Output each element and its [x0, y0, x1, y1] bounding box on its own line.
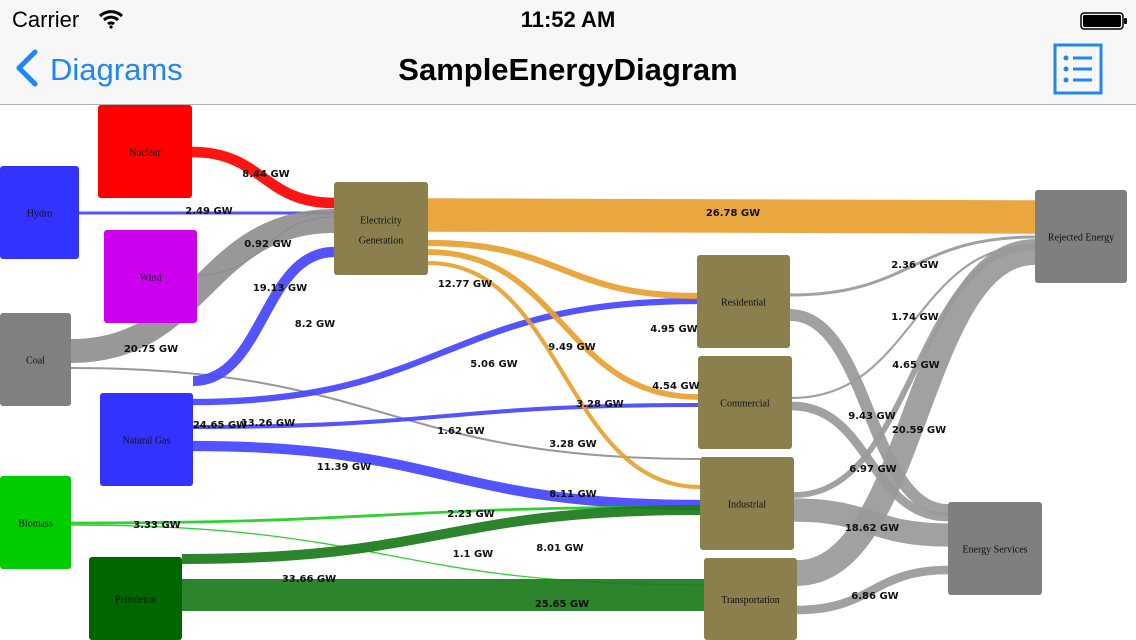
- node-label-natural-gas: Natural Gas: [122, 436, 170, 447]
- node-total-label: 12.77 GW: [438, 279, 492, 290]
- node-total-label: 24.65 GW: [193, 420, 247, 431]
- flow-nuclear-electricity: [191, 146, 335, 209]
- flow-label: 8.01 GW: [536, 543, 583, 554]
- node-label-biomass: Biomass: [18, 519, 53, 530]
- flow-label: 19.13 GW: [253, 283, 307, 294]
- flow-natural_gas-industrial: [192, 440, 701, 511]
- flow-electricity-residential: [427, 239, 698, 300]
- node-label-residential: Residential: [721, 298, 766, 309]
- node-label-services: Energy Services: [962, 545, 1027, 556]
- node-hydro[interactable]: [0, 166, 79, 259]
- flow-label: 4.95 GW: [650, 324, 697, 335]
- node-total-label: 13.26 GW: [241, 418, 295, 429]
- flow-label: 1.74 GW: [891, 312, 938, 323]
- node-total-label: 3.33 GW: [133, 520, 180, 531]
- flow-label: 6.97 GW: [849, 464, 896, 475]
- wifi-icon: [98, 9, 124, 34]
- flow-label: 1.62 GW: [437, 426, 484, 437]
- node-label-coal: Coal: [26, 356, 45, 367]
- node-label-wind: Wind: [140, 273, 162, 284]
- node-label-rejected: Rejected Energy: [1048, 233, 1114, 244]
- flow-label: 6.86 GW: [851, 591, 898, 602]
- flow-label: 2.49 GW: [185, 206, 232, 217]
- node-residential[interactable]: [697, 255, 790, 348]
- carrier-label: Carrier: [12, 7, 80, 32]
- flow-natural_gas-residential: [192, 297, 698, 406]
- node-label-commercial: Commercial: [720, 399, 770, 410]
- node-petroleum[interactable]: [89, 557, 182, 640]
- flow-label: 25.65 GW: [535, 599, 589, 610]
- node-industrial[interactable]: [700, 457, 794, 550]
- node-label-industrial: Industrial: [728, 500, 767, 511]
- flow-label: 4.54 GW: [652, 381, 699, 392]
- node-rejected[interactable]: [1035, 190, 1127, 283]
- node-biomass[interactable]: [0, 476, 71, 569]
- list-button[interactable]: [1053, 43, 1103, 95]
- navigation-bar: Diagrams SampleEnergyDiagram: [0, 40, 1136, 105]
- flow-natural_gas-electricity: [192, 246, 335, 387]
- back-label: Diagrams: [50, 52, 183, 87]
- list-icon: [1053, 43, 1103, 99]
- node-electricity[interactable]: [334, 182, 428, 275]
- node-wind[interactable]: [104, 230, 197, 323]
- node-services[interactable]: [948, 502, 1042, 595]
- flow-biomass-industrial: [70, 505, 701, 525]
- flow-label: 2.23 GW: [447, 509, 494, 520]
- node-natural-gas[interactable]: [100, 393, 193, 486]
- flow-petroleum-industrial: [181, 504, 701, 565]
- flow-label: 5.06 GW: [470, 359, 517, 370]
- flow-label: 18.62 GW: [845, 523, 899, 534]
- node-coal[interactable]: [0, 313, 71, 406]
- flow-electricity-commercial: [427, 249, 699, 400]
- flow-label: 1.1 GW: [453, 549, 493, 560]
- flow-label: 8.44 GW: [242, 169, 289, 180]
- status-bar: Carrier 11:52 AM: [0, 0, 1136, 40]
- node-nuclear[interactable]: [98, 105, 192, 198]
- node-total-label: 11.39 GW: [317, 462, 371, 473]
- flow-residential-rejected: [789, 235, 1036, 297]
- flow-natural_gas-commercial: [192, 402, 699, 430]
- flow-label: 20.59 GW: [892, 425, 946, 436]
- node-total-label: 20.75 GW: [124, 344, 178, 355]
- node-total-label: 9.43 GW: [848, 411, 895, 422]
- flow-coal-industrial: [70, 366, 701, 461]
- flow-label: 4.65 GW: [892, 360, 939, 371]
- node-label-transportation: Transportation: [721, 595, 780, 606]
- flow-label: 3.28 GW: [576, 399, 623, 410]
- flow-label: 9.49 GW: [548, 342, 595, 353]
- flow-electricity-rejected: [427, 198, 1036, 234]
- flow-coal-electricity: [70, 209, 335, 363]
- node-transportation[interactable]: [704, 558, 797, 640]
- node-label-petroleum: Petroleum: [115, 595, 156, 606]
- flow-label: 8.2 GW: [295, 319, 335, 330]
- flow-transportation-rejected: [795, 239, 1037, 586]
- flow-electricity-industrial: [427, 260, 701, 490]
- node-label-hydro: Hydro: [27, 209, 53, 220]
- flow-label: 26.78 GW: [706, 208, 760, 219]
- node-label-nuclear: Nuclear: [129, 148, 161, 159]
- back-button[interactable]: Diagrams: [14, 49, 183, 92]
- chevron-left-icon: [14, 49, 40, 92]
- flow-residential-services: [789, 309, 949, 516]
- flow-transportation-services: [796, 565, 949, 615]
- flow-industrial-rejected: [793, 244, 1036, 498]
- node-commercial[interactable]: [698, 356, 792, 449]
- node-total-label: 33.66 GW: [282, 574, 336, 585]
- battery-icon: [1080, 12, 1127, 30]
- flow-label: 3.28 GW: [549, 439, 596, 450]
- flow-label: 0.92 GW: [244, 239, 291, 250]
- clock: 11:52 AM: [520, 7, 616, 32]
- flow-commercial-services: [791, 401, 949, 522]
- flow-label: 8.11 GW: [549, 489, 596, 500]
- flow-label: 2.36 GW: [891, 260, 938, 271]
